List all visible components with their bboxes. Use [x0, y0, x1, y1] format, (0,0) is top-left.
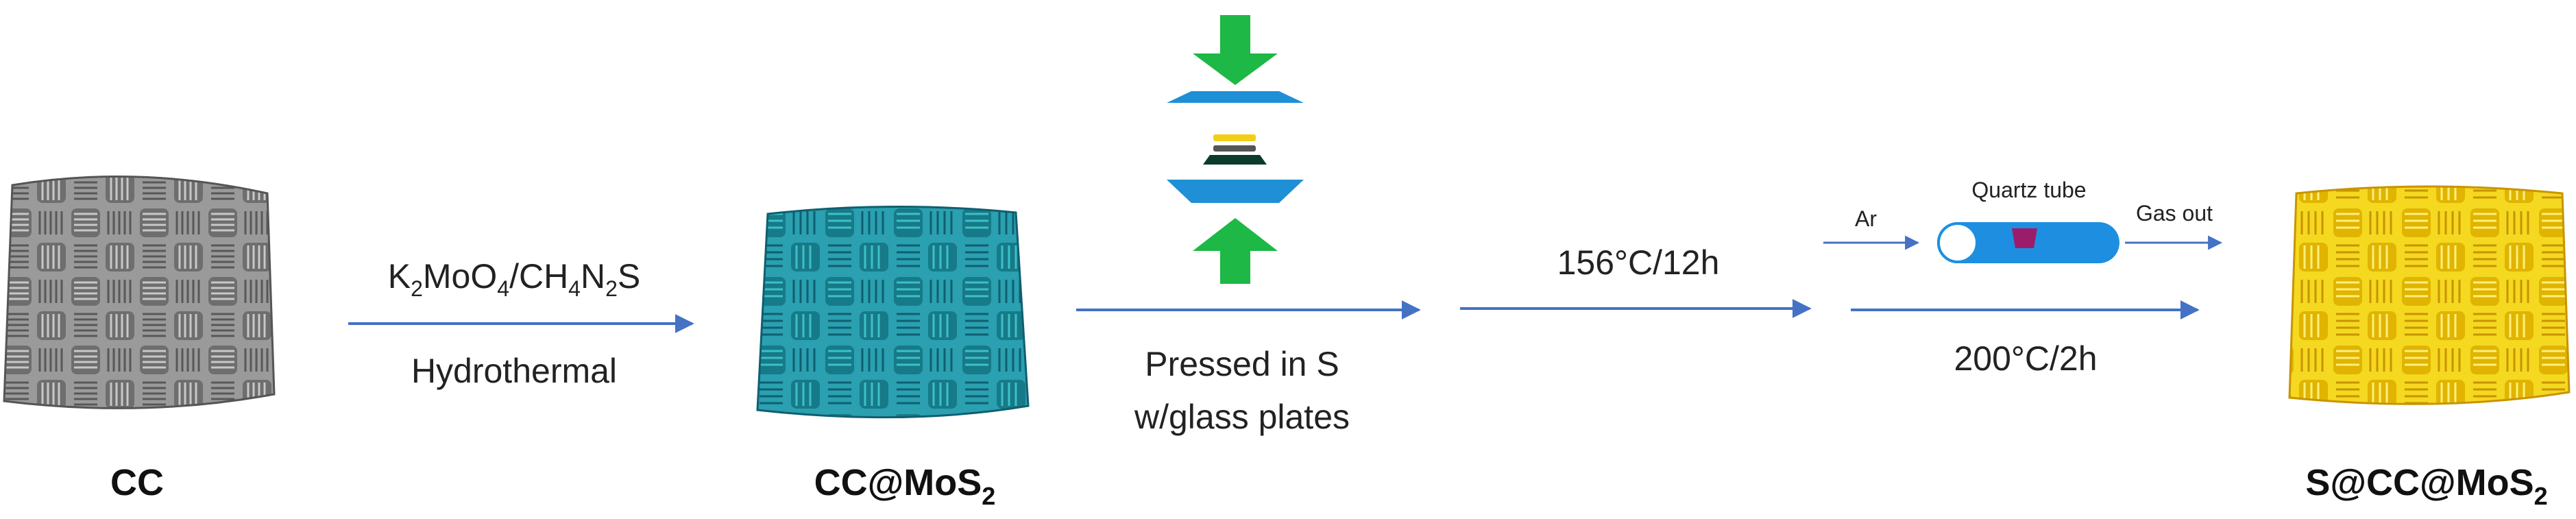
sulfur-cloth-image [2288, 185, 2571, 405]
final-product-label: S@CC@MoS2 [2305, 462, 2547, 510]
cc-cloth-image [3, 176, 276, 409]
top-glass-plate [1167, 91, 1304, 103]
cloth-layer [1213, 145, 1256, 152]
mos2-label: CC@MoS2 [814, 462, 996, 510]
quartz-tube-label: Quartz tube [1971, 178, 2086, 202]
quartz-tube-icon [1937, 222, 2119, 263]
press-label-line1: Pressed in S [1145, 345, 1339, 383]
bottom-glass-plate [1167, 180, 1304, 203]
gas-out-label: Gas out [2136, 201, 2213, 226]
press-down-arrow-icon [1193, 15, 1278, 85]
press-diagram [1167, 15, 1304, 284]
reagent-label: K2MoO4/CH4N2S [388, 257, 640, 301]
hydrothermal-label: Hydrothermal [411, 352, 617, 390]
sample-stack [1203, 155, 1267, 165]
mos2-cloth-image [756, 205, 1030, 419]
sample-boat [2012, 228, 2037, 248]
press-up-arrow-icon [1193, 218, 1278, 284]
heat2-label: 200°C/2h [1954, 339, 2097, 378]
sulfur-layer [1213, 134, 1256, 141]
cc-label: CC [110, 462, 164, 503]
gas-in-label: Ar [1855, 206, 1877, 231]
heat1-label: 156°C/12h [1557, 243, 1720, 282]
press-label-line2: w/glass plates [1134, 398, 1350, 436]
